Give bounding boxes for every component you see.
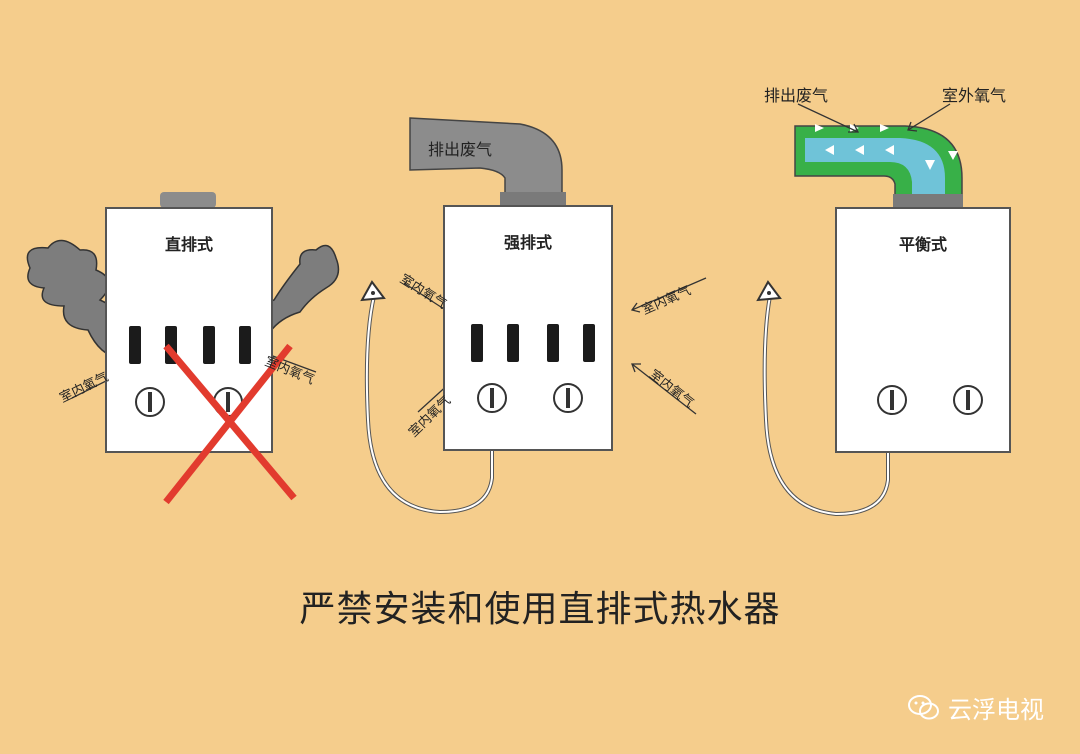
- heater-label: 平衡式: [898, 235, 947, 254]
- heater2-gas-hose-inner: [365, 295, 493, 514]
- heater1-top-cap: [160, 192, 216, 208]
- heater3-flow-arrows: [815, 124, 958, 170]
- heater3-gas-hose-inner: [763, 295, 889, 516]
- burner-slot: [547, 324, 559, 362]
- burner-slot: [129, 326, 141, 364]
- heater-label: 强排式: [503, 233, 552, 252]
- heater2-pipe-collar: [500, 192, 566, 206]
- control-knob: [135, 387, 165, 417]
- control-knob: [877, 385, 907, 415]
- exhaust-label: 排出废气: [764, 86, 829, 105]
- burner-slot: [507, 324, 519, 362]
- control-knob: [953, 385, 983, 415]
- wechat-icon: [908, 694, 939, 719]
- burner-slot: [471, 324, 483, 362]
- outdoor-oxygen-label: 室外氧气: [942, 86, 1007, 105]
- heater3-inner-pipe: [805, 138, 945, 196]
- burner-slot: [239, 326, 251, 364]
- control-knob: [553, 383, 583, 413]
- forced-exhaust-heater: 强排式: [443, 205, 613, 451]
- heater3-pipe-collar: [893, 194, 963, 208]
- heater-label: 直排式: [164, 235, 213, 254]
- watermark-text: 云浮电视: [948, 696, 1044, 724]
- burner-slot: [583, 324, 595, 362]
- burner-slot: [203, 326, 215, 364]
- warning-caption: 严禁安装和使用直排式热水器: [299, 589, 781, 630]
- direct-exhaust-heater: 直排式: [105, 207, 273, 453]
- exhaust-label: 排出废气: [428, 140, 493, 159]
- balanced-heater: 平衡式: [835, 207, 1011, 453]
- control-knob: [477, 383, 507, 413]
- watermark: 云浮电视: [908, 690, 1044, 725]
